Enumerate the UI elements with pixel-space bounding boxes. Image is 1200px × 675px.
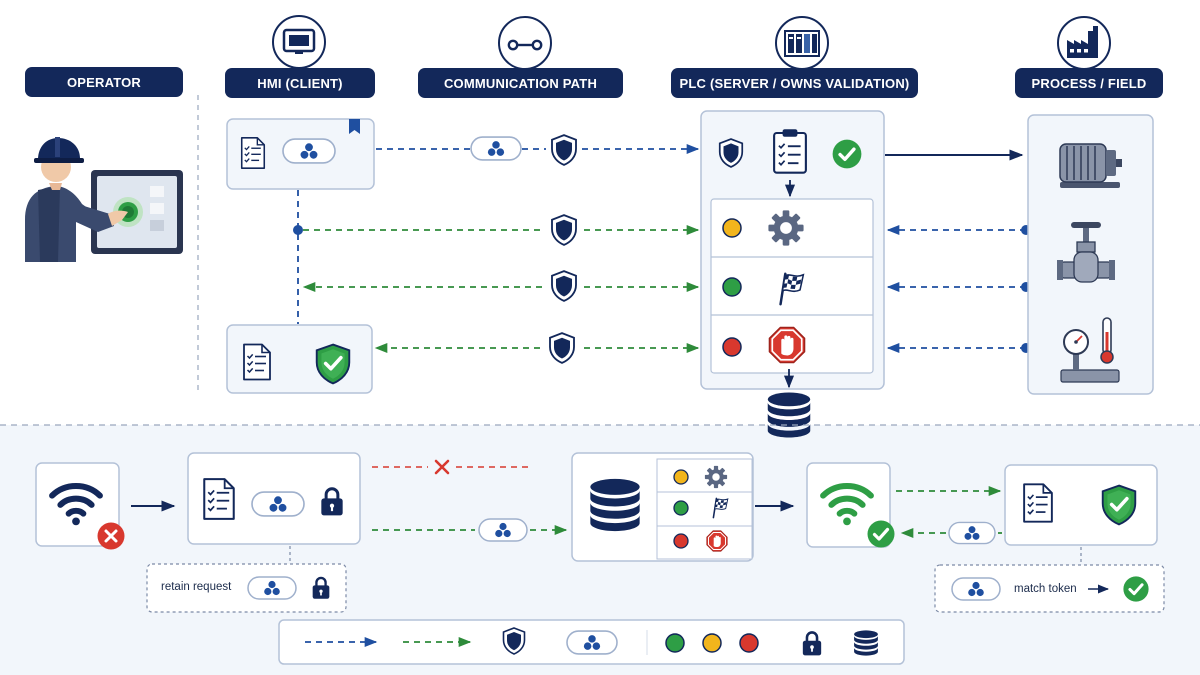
process-header-icon	[1057, 16, 1111, 70]
store-stop-icon	[706, 530, 728, 552]
operator-at-touchscreen-icon	[25, 137, 183, 262]
plc-header: PLC (SERVER / OWNS VALIDATION)	[671, 68, 918, 98]
retain-note-token-icon	[247, 576, 297, 600]
legend-amber-dot	[702, 633, 722, 653]
hmi-header-icon	[272, 15, 326, 69]
hmi-header: HMI (CLIENT)	[225, 68, 375, 98]
resend-token-icon	[478, 518, 528, 542]
spine-node-1	[293, 225, 303, 235]
link-error-icon	[96, 521, 126, 551]
store-state-table	[656, 458, 753, 560]
blocked-x-icon	[434, 459, 450, 475]
motor-icon	[1059, 143, 1122, 188]
comm-header-icon	[498, 16, 552, 70]
retained-token-icon	[251, 491, 305, 517]
link-restored-panel	[806, 462, 891, 548]
comm-shield-icon-1	[551, 134, 577, 166]
link-lost-panel	[35, 462, 120, 547]
store-amber-dot	[673, 469, 689, 485]
comm-shield-icon-4	[549, 332, 575, 364]
retain-note-box	[146, 563, 347, 613]
plc-header-icon	[775, 16, 829, 70]
legend-green-dot	[665, 633, 685, 653]
match-note-check-icon	[1122, 575, 1150, 603]
green-status-dot	[722, 277, 742, 297]
gear-icon	[768, 210, 804, 246]
confirm-checklist-icon	[242, 343, 272, 381]
red-status-dot	[722, 337, 742, 357]
hmi-token-icon	[282, 138, 336, 164]
request-checklist-icon	[240, 137, 266, 169]
plc-validation-clipboard-icon	[772, 128, 808, 174]
link-restored-check-icon	[866, 519, 896, 549]
plc-database-icon	[767, 392, 811, 438]
valve-icon	[1057, 222, 1115, 283]
store-gear-icon	[704, 465, 728, 489]
gauge-thermometer-icon	[1060, 317, 1120, 383]
comm-shield-icon-3	[551, 270, 577, 302]
legend-red-dot	[739, 633, 759, 653]
ack-token-icon	[948, 521, 996, 545]
amber-status-dot	[722, 218, 742, 238]
legend-shield-icon	[502, 627, 526, 655]
plc-validation-check-icon	[831, 138, 863, 170]
retain-request-label: retain request	[161, 581, 232, 593]
operator-header: OPERATOR	[25, 67, 183, 97]
confirmed-checklist-icon	[1023, 483, 1053, 523]
plc-shield-icon	[718, 138, 744, 168]
stop-hand-icon	[768, 326, 806, 364]
comm-token-icon	[470, 136, 522, 161]
match-token-label: match token	[1014, 583, 1077, 595]
comm-path-header: COMMUNICATION PATH	[418, 68, 623, 98]
legend-token-icon	[566, 630, 618, 655]
retained-checklist-icon	[203, 478, 235, 520]
process-header: PROCESS / FIELD	[1015, 68, 1163, 98]
comm-shield-icon-2	[551, 214, 577, 246]
bookmark-icon	[349, 119, 360, 134]
store-green-dot	[673, 500, 689, 516]
store-red-dot	[673, 533, 689, 549]
match-note-token-icon	[951, 577, 1001, 601]
